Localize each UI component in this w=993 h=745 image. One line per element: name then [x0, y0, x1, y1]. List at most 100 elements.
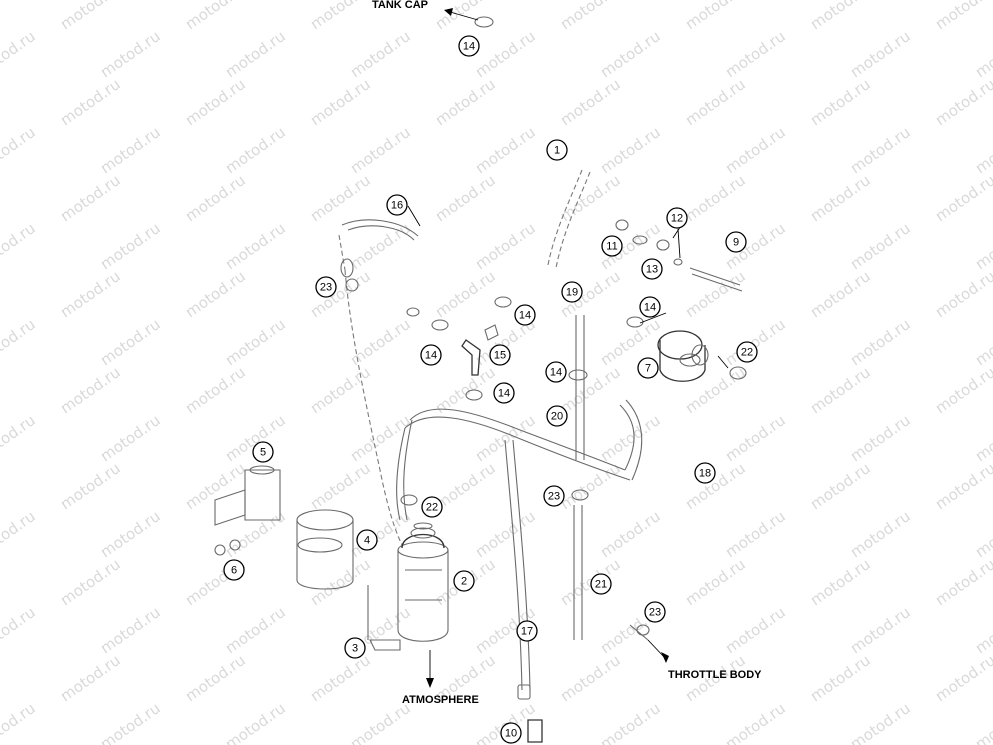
watermark-text: motod.ru: [597, 27, 664, 81]
watermark-text: motod.ru: [847, 507, 914, 561]
watermark-text: motod.ru: [222, 27, 289, 81]
fitting-10: [527, 719, 543, 743]
watermark-text: motod.ru: [722, 315, 789, 369]
callout-label: 4: [364, 535, 370, 547]
watermark-text: motod.ru: [682, 267, 749, 321]
callout-14: 14: [420, 344, 442, 366]
callout-label: 1: [554, 145, 560, 157]
callout-22: 22: [736, 341, 758, 363]
watermark-text: motod.ru: [932, 363, 993, 417]
watermark-text: motod.ru: [807, 555, 874, 609]
callout-label: 6: [231, 565, 237, 577]
watermark-text: motod.ru: [847, 27, 914, 81]
watermark-text: motod.ru: [182, 363, 249, 417]
callout-6: 6: [223, 559, 245, 581]
callout-circle: [601, 235, 623, 257]
callout-18: 18: [694, 462, 716, 484]
watermark-text: motod.ru: [847, 123, 914, 177]
watermark-text: motod.ru: [722, 123, 789, 177]
callout-7: 7: [637, 357, 659, 379]
watermark-text: motod.ru: [722, 603, 789, 657]
hose-17: [504, 439, 523, 691]
watermark-text: motod.ru: [722, 507, 789, 561]
watermark-text: motod.ru: [97, 507, 164, 561]
callout-23: 23: [543, 485, 565, 507]
watermark-text: motod.ru: [57, 555, 124, 609]
callout-circle: [736, 341, 758, 363]
watermark-text: motod.ru: [57, 75, 124, 129]
watermark-text: motod.ru: [557, 171, 624, 225]
watermark-text: motod.ru: [57, 267, 124, 321]
watermark-text: motod.ru: [0, 603, 39, 657]
callout-label: 23: [320, 282, 332, 294]
watermark-text: motod.ru: [57, 651, 124, 705]
callout-circle: [637, 357, 659, 379]
watermark-text: motod.ru: [472, 27, 539, 81]
watermark-text: motod.ru: [97, 27, 164, 81]
callout-circle: [252, 441, 274, 463]
callout-circle: [356, 529, 378, 551]
parts-artwork: [214, 8, 747, 743]
watermark-text: motod.ru: [807, 75, 874, 129]
callout-14: 14: [639, 296, 661, 318]
arrow-icon: [661, 652, 669, 663]
watermark-text: motod.ru: [0, 411, 39, 465]
callout-22: 22: [421, 496, 443, 518]
callout-11: 11: [601, 235, 623, 257]
watermark-text: motod.ru: [97, 411, 164, 465]
callout-circle: [641, 258, 663, 280]
watermark-text: motod.ru: [57, 171, 124, 225]
callout-label: 16: [391, 200, 403, 212]
callout-circle: [315, 276, 337, 298]
watermark-text: motod.ru: [432, 75, 499, 129]
watermark-text: motod.ru: [557, 75, 624, 129]
callout-9: 9: [725, 231, 747, 253]
watermark-text: motod.ru: [847, 699, 914, 745]
callout-label: 7: [645, 363, 651, 375]
callout-circle: [223, 559, 245, 581]
watermark-text: motod.ru: [972, 603, 993, 657]
callout-16: 16: [386, 194, 408, 216]
watermark-text: motod.ru: [97, 219, 164, 273]
watermark-text: motod.ru: [932, 555, 993, 609]
callout-circle: [644, 601, 666, 623]
watermark-text: motod.ru: [347, 123, 414, 177]
callout-19: 19: [561, 281, 583, 303]
watermark-text: motod.ru: [847, 411, 914, 465]
watermark-text: motod.ru: [307, 459, 374, 513]
watermark-text: motod.ru: [222, 699, 289, 745]
watermark-text: motod.ru: [722, 699, 789, 745]
callout-label: 14: [463, 41, 475, 53]
watermark-text: motod.ru: [472, 123, 539, 177]
watermark-text: motod.ru: [182, 0, 249, 33]
watermark-text: motod.ru: [972, 27, 993, 81]
watermark-text: motod.ru: [307, 555, 374, 609]
watermark-text: motod.ru: [807, 363, 874, 417]
watermark-text: motod.ru: [597, 123, 664, 177]
watermark-text: motod.ru: [182, 651, 249, 705]
valve-7: [657, 330, 709, 382]
watermark-text: motod.ru: [57, 0, 124, 33]
callout-label: 20: [551, 411, 563, 423]
watermark-text: motod.ru: [0, 123, 39, 177]
watermark-text: motod.ru: [97, 603, 164, 657]
arrow-down-icon: [426, 678, 434, 688]
watermark-text: motod.ru: [682, 75, 749, 129]
watermark-text: motod.ru: [557, 363, 624, 417]
mount-5: [214, 465, 281, 556]
watermark-text: motod.ru: [682, 0, 749, 33]
watermark-text: motod.ru: [932, 75, 993, 129]
callout-label: 14: [498, 388, 510, 400]
callout-23: 23: [315, 276, 337, 298]
callout-circle: [666, 207, 688, 229]
callout-10: 10: [500, 722, 522, 744]
watermark-text: motod.ru: [222, 507, 289, 561]
callout-circle: [561, 281, 583, 303]
callout-circle: [500, 722, 522, 744]
watermark-text: motod.ru: [347, 315, 414, 369]
callout-label: 23: [548, 491, 560, 503]
callout-14: 14: [514, 304, 536, 326]
callout-label: 13: [646, 264, 658, 276]
